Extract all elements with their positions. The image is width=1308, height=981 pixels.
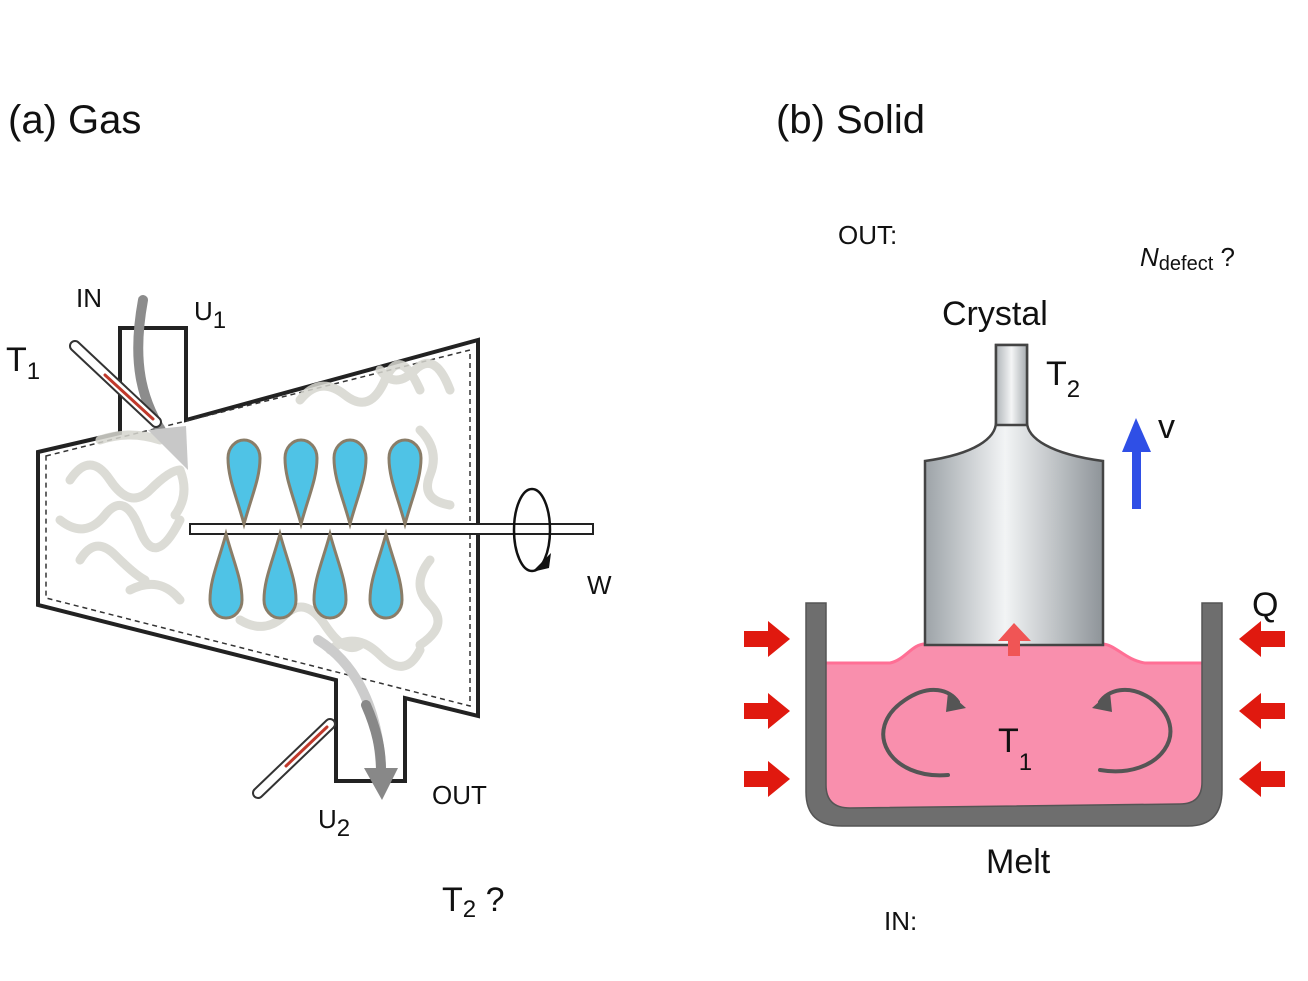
crystal-body xyxy=(923,343,1105,647)
gas-panel-title: (a) Gas xyxy=(8,98,141,142)
blade xyxy=(283,438,319,530)
convection-left-icon xyxy=(881,687,960,778)
t1-sub: 1 xyxy=(27,358,40,385)
t1-base: T xyxy=(6,341,27,379)
rotation-loop xyxy=(512,487,552,573)
melt-label: Melt xyxy=(986,843,1051,881)
gas-chamber xyxy=(36,326,480,783)
t1-melt-base: T xyxy=(998,722,1019,760)
heat-arrows-left xyxy=(744,621,790,797)
crystal-neck xyxy=(994,343,1029,427)
convection-right-arrowhead xyxy=(1092,692,1112,712)
u1-label: U1 xyxy=(194,296,226,334)
convection-right-icon xyxy=(1098,687,1173,774)
blade xyxy=(226,438,262,530)
heat-arrow-icon xyxy=(1239,621,1285,657)
outflow-arrow-shaft-dark xyxy=(361,700,386,775)
v-label: v xyxy=(1158,408,1175,446)
t1-melt-label: T1 xyxy=(998,722,1032,776)
w-label: W xyxy=(587,570,612,600)
t2-question: T2 ? xyxy=(442,881,505,923)
n-defect-base: N xyxy=(1140,242,1159,272)
gas-panel: (a) Gas xyxy=(6,98,612,923)
t2-question-base: T xyxy=(442,881,463,919)
t2-sub: 2 xyxy=(1067,376,1080,403)
rotor-shaft xyxy=(189,523,594,535)
lower-blades xyxy=(208,528,404,620)
heat-arrows-right xyxy=(1239,621,1285,797)
u2-label: U2 xyxy=(318,804,350,842)
out-colon-label: OUT: xyxy=(838,220,897,250)
crucible xyxy=(805,602,1223,827)
in-label: IN xyxy=(76,283,102,313)
blade xyxy=(208,528,244,620)
gas-turbulence xyxy=(55,358,455,671)
n-defect-sub: defect xyxy=(1159,253,1214,275)
velocity-arrow-icon xyxy=(1122,418,1151,509)
n-defect-suffix: ? xyxy=(1213,242,1235,272)
q-label: Q xyxy=(1252,586,1278,624)
thermometer-out-icon xyxy=(252,718,336,799)
n-defect-label: Ndefect ? xyxy=(1140,242,1235,275)
t2-base: T xyxy=(1046,355,1067,393)
heat-arrow-icon xyxy=(744,693,790,729)
blade xyxy=(368,528,404,620)
t2-question-sub: 2 xyxy=(463,896,476,923)
blade xyxy=(332,438,368,530)
heat-arrow-icon xyxy=(744,761,790,797)
upper-blades xyxy=(226,438,423,530)
t1-label: T1 xyxy=(6,341,40,385)
t2-question-suffix: ? xyxy=(476,881,504,919)
blade xyxy=(312,528,348,620)
melt-surface xyxy=(820,642,1204,665)
u1-sub: 1 xyxy=(213,307,226,334)
heat-arrow-icon xyxy=(744,621,790,657)
convection-left-arrowhead xyxy=(946,692,966,712)
out-label: OUT xyxy=(432,780,487,810)
heat-arrow-icon xyxy=(1239,693,1285,729)
in-colon-label: IN: xyxy=(884,906,917,936)
thermometer-in-icon xyxy=(69,340,162,428)
inflow-arrowhead xyxy=(148,426,188,470)
t2-label: T2 xyxy=(1046,355,1080,403)
u2-sub: 2 xyxy=(337,815,350,842)
blade xyxy=(262,528,298,620)
crystal-label: Crystal xyxy=(942,295,1048,333)
t1-melt-sub: 1 xyxy=(1019,749,1032,776)
blade xyxy=(387,438,423,530)
heat-arrow-icon xyxy=(1239,761,1285,797)
rotation-arrowhead xyxy=(532,553,551,572)
solid-panel: (b) Solid OUT: Ndefect ? Crystal T2 v xyxy=(744,98,1285,936)
growth-arrow-icon xyxy=(998,623,1031,656)
u2-base: U xyxy=(318,804,337,834)
u1-base: U xyxy=(194,296,213,326)
outflow-arrowhead xyxy=(364,768,398,800)
solid-panel-title: (b) Solid xyxy=(776,98,925,142)
